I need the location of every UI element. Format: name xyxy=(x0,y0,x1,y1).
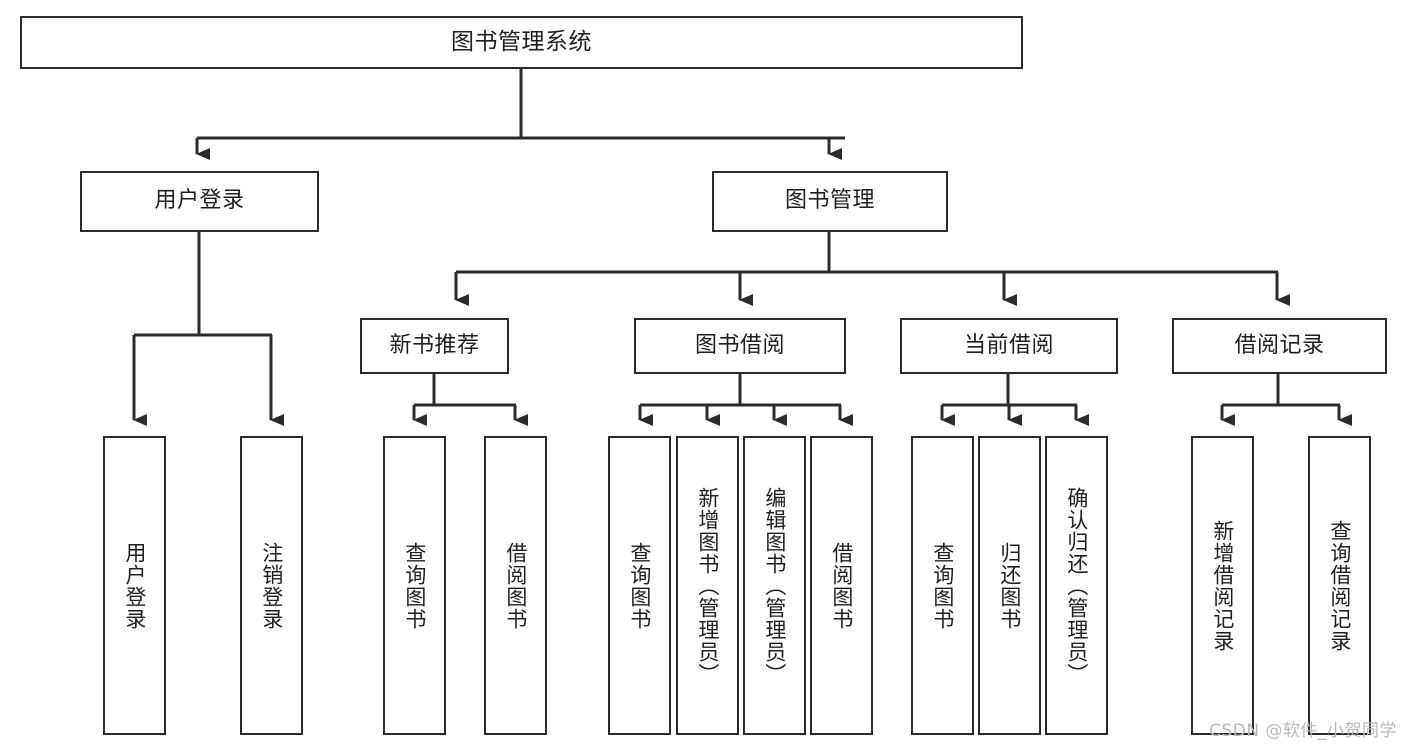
node-root[interactable]: 图书管理系统 xyxy=(20,16,1023,69)
node-current-borrow[interactable]: 当前借阅 xyxy=(900,318,1118,374)
leaf-new-book-query-label: 查询图书 xyxy=(402,541,427,630)
leaf-new-book-borrow[interactable]: 借阅图书 xyxy=(484,436,547,735)
csdn-watermark: CSDN @软件_小贺同学 xyxy=(1209,721,1397,741)
node-root-label: 图书管理系统 xyxy=(451,28,592,55)
leaf-current-query-book[interactable]: 查询图书 xyxy=(911,436,974,735)
node-current-borrow-label: 当前借阅 xyxy=(963,332,1054,358)
leaf-current-confirm-return-label: 确认归还（管理员） xyxy=(1064,486,1089,685)
leaf-new-book-borrow-label: 借阅图书 xyxy=(503,541,528,630)
node-book-management-label: 图书管理 xyxy=(784,188,875,214)
leaf-borrow-add-book-label: 新增图书（管理员） xyxy=(695,486,720,685)
leaf-user-login[interactable]: 用户登录 xyxy=(103,436,166,735)
leaf-record-query[interactable]: 查询借阅记录 xyxy=(1308,436,1371,735)
node-borrow-records-label: 借阅记录 xyxy=(1234,332,1325,358)
leaf-current-return-book-label: 归还图书 xyxy=(997,541,1022,630)
leaf-user-logout-label: 注销登录 xyxy=(259,541,284,630)
leaf-borrow-borrow-book[interactable]: 借阅图书 xyxy=(810,436,873,735)
leaf-user-logout[interactable]: 注销登录 xyxy=(240,436,303,735)
leaf-record-query-label: 查询借阅记录 xyxy=(1327,519,1352,652)
node-book-borrow-label: 图书借阅 xyxy=(694,332,785,358)
leaf-borrow-borrow-book-label: 借阅图书 xyxy=(829,541,854,630)
leaf-borrow-edit-book[interactable]: 编辑图书（管理员） xyxy=(743,436,806,735)
leaf-record-add[interactable]: 新增借阅记录 xyxy=(1191,436,1254,735)
leaf-borrow-query-book[interactable]: 查询图书 xyxy=(608,436,671,735)
leaf-current-confirm-return[interactable]: 确认归还（管理员） xyxy=(1045,436,1108,735)
leaf-borrow-edit-book-label: 编辑图书（管理员） xyxy=(762,486,787,685)
leaf-current-return-book[interactable]: 归还图书 xyxy=(978,436,1041,735)
leaf-current-query-book-label: 查询图书 xyxy=(930,541,955,630)
node-user-login-label: 用户登录 xyxy=(154,188,245,214)
node-book-borrow[interactable]: 图书借阅 xyxy=(634,318,846,374)
node-new-book-recommend-label: 新书推荐 xyxy=(389,332,480,358)
leaf-borrow-add-book[interactable]: 新增图书（管理员） xyxy=(676,436,739,735)
node-book-management[interactable]: 图书管理 xyxy=(712,171,948,232)
node-new-book-recommend[interactable]: 新书推荐 xyxy=(360,318,509,374)
node-borrow-records[interactable]: 借阅记录 xyxy=(1172,318,1387,374)
node-user-login[interactable]: 用户登录 xyxy=(80,171,319,232)
leaf-borrow-query-book-label: 查询图书 xyxy=(627,541,652,630)
leaf-user-login-label: 用户登录 xyxy=(122,541,147,630)
leaf-new-book-query[interactable]: 查询图书 xyxy=(383,436,446,735)
leaf-record-add-label: 新增借阅记录 xyxy=(1210,519,1235,652)
